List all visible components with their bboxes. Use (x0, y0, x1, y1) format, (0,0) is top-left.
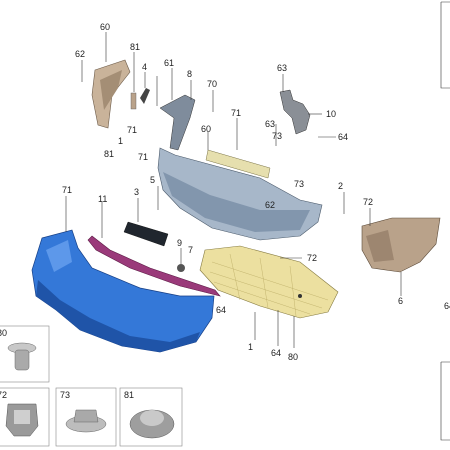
callout-1-left: 81 (104, 149, 114, 159)
inset-panel (0, 325, 183, 447)
callout-6-edge: 64 (444, 301, 450, 311)
callout-71-center: 60 (201, 124, 211, 134)
lower-trim-strip (87, 235, 221, 297)
right-bracket-shade (366, 230, 394, 262)
callout-64-bottom-left: 1 (248, 342, 253, 352)
inset-label-73: 73 (60, 390, 70, 400)
callout-3: 11 (98, 194, 107, 204)
frame-edge-bottom (440, 361, 450, 441)
callout-70: 70 (207, 79, 217, 89)
callout-5: 3 (134, 187, 139, 197)
inset-label-72: 72 (0, 390, 7, 400)
spring-clip-face (14, 410, 30, 424)
callout-71-left: 1 (118, 136, 123, 146)
callout-73-center: 71 (231, 108, 241, 118)
callout-60-lower: 71 (138, 152, 148, 162)
plate-trim (123, 221, 169, 247)
grille-bracket (159, 94, 196, 151)
lower-grille-panel (199, 245, 339, 319)
callout-7: 9 (177, 238, 182, 248)
fastener-7 (177, 264, 185, 272)
callout-6-center: 64 (216, 305, 226, 315)
callout-63-lower: 63 (265, 119, 275, 129)
callout-1-right: 6 (398, 296, 403, 306)
callout-72-lower: 7 (188, 245, 193, 255)
callout-10: 10 (326, 109, 336, 119)
callout-4: 4 (142, 62, 147, 72)
callout-71-right: 2 (338, 181, 343, 191)
push-clip-body (14, 349, 30, 371)
inset-label-81: 81 (124, 390, 134, 400)
upper-deflector (205, 149, 271, 179)
callout-8: 8 (187, 69, 192, 79)
bumper-highlight (46, 240, 72, 272)
callout-64-bottom-right: 80 (288, 352, 298, 362)
callout-64-right: 64 (338, 132, 348, 142)
callout-80: 64 (271, 348, 281, 358)
callout-62-right: 72 (363, 197, 373, 207)
callout-81-top: 81 (130, 42, 140, 52)
seal-4 (140, 88, 150, 104)
bumper-lower-shade (36, 280, 200, 352)
upper-fascia-shade (163, 172, 310, 232)
upper-left-bracket-shade (100, 70, 122, 110)
callout-9: 62 (265, 200, 275, 210)
flange-nut-top (73, 409, 99, 423)
callout-81-lower: 71 (127, 125, 137, 135)
callout-labels: 60 62 81 4 61 8 70 63 10 63 73 64 71 81 … (0, 22, 450, 400)
inset-label-80: 80 (0, 328, 7, 338)
callout-62-left: 62 (75, 49, 85, 59)
grille-mesh (209, 253, 329, 317)
fastener-64 (298, 294, 302, 298)
leader-lines (65, 32, 402, 348)
right-support-bracket (279, 89, 311, 135)
callout-72-upper: 5 (150, 175, 155, 185)
callout-2: 73 (294, 179, 304, 189)
callout-60-top: 60 (100, 22, 110, 32)
callout-73-right: 73 (272, 131, 282, 141)
callout-61: 61 (164, 58, 174, 68)
callout-11: 71 (62, 185, 72, 195)
clip-81 (130, 92, 137, 110)
callout-63-top: 63 (277, 63, 287, 73)
callout-64-grille: 72 (307, 253, 317, 263)
grommet-top (140, 410, 164, 426)
frame-edge-top (440, 1, 450, 89)
